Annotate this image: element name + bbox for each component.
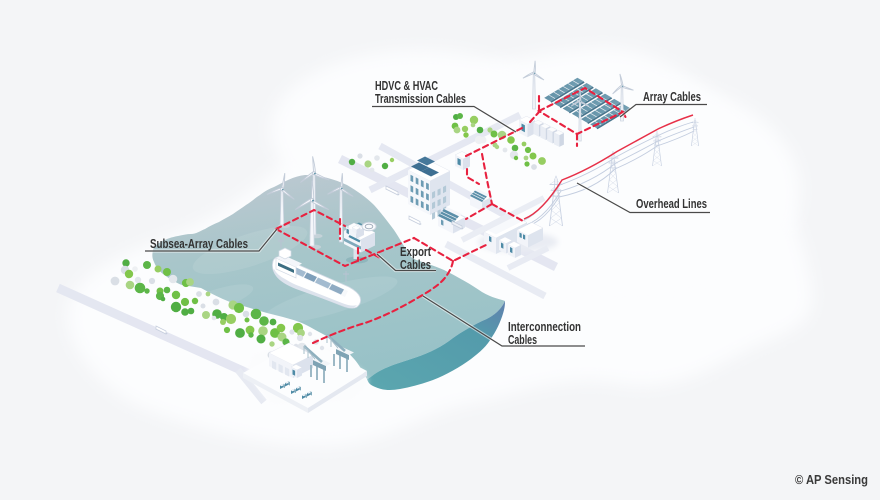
- svg-text:Cables: Cables: [400, 257, 431, 272]
- svg-text:Subsea-Array Cables: Subsea-Array Cables: [150, 236, 248, 251]
- svg-text:Interconnection: Interconnection: [508, 319, 581, 334]
- svg-text:© AP Sensing: © AP Sensing: [795, 472, 868, 487]
- svg-text:Cables: Cables: [508, 332, 537, 347]
- svg-text:HDVC & HVAC: HDVC & HVAC: [375, 78, 438, 93]
- svg-text:Array Cables: Array Cables: [643, 89, 701, 104]
- svg-text:Transmission Cables: Transmission Cables: [375, 91, 466, 106]
- svg-text:Overhead Lines: Overhead Lines: [636, 196, 707, 211]
- svg-text:Export: Export: [400, 244, 431, 259]
